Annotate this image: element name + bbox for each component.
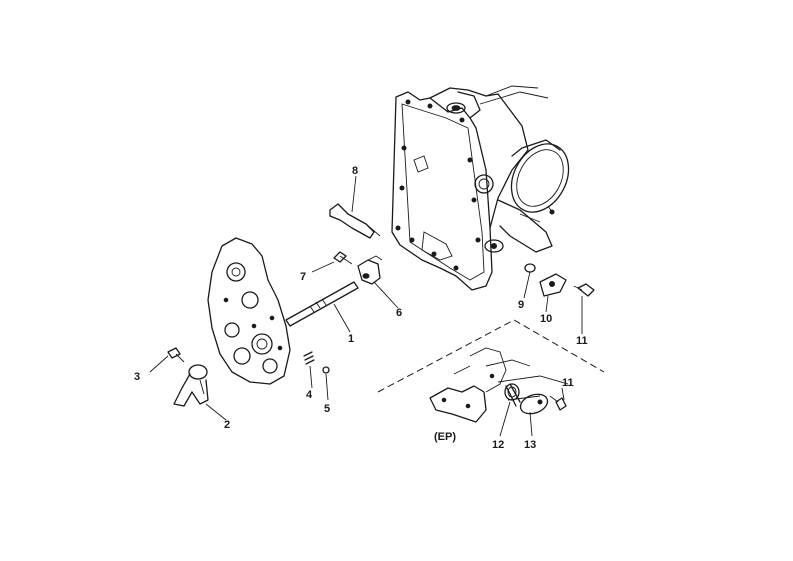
part-8-shift-arm: [329, 175, 381, 239]
callout-6: 6: [396, 307, 402, 319]
part-3-bolt: [149, 347, 185, 373]
part-10-cap-plate: [539, 273, 567, 313]
callout-8: 8: [352, 165, 358, 177]
part-11-bolt-ep: [549, 387, 567, 411]
callout-1: 1: [348, 333, 354, 345]
part-4-spring: [303, 351, 315, 389]
part-6-shift-block: [357, 255, 399, 309]
callout-9: 9: [518, 299, 524, 311]
callout-5: 5: [324, 403, 330, 415]
callout-3: 3: [134, 371, 140, 383]
part-1-shift-shaft: [285, 281, 359, 333]
callout-4: 4: [306, 389, 313, 401]
part-5-ball: [322, 366, 330, 401]
part-7-bolt: [311, 251, 353, 273]
callout-2: 2: [224, 419, 230, 431]
ep-variant-housing: [429, 347, 569, 423]
part-11-bolt-upper: [573, 283, 595, 334]
ep-section-divider: [377, 319, 605, 393]
callout-11-upper: 11: [576, 335, 588, 347]
callout-11-ep: 11: [562, 377, 574, 389]
callout-10: 10: [540, 313, 552, 325]
callout-13: 13: [524, 439, 536, 451]
transmission-housing: [391, 85, 570, 291]
part-12-cylinder: [499, 383, 521, 437]
part-9-o-ring: [523, 263, 536, 299]
callout-7: 7: [300, 271, 306, 283]
ep-variant-label: (EP): [434, 431, 456, 443]
front-cover-plate: [207, 237, 291, 385]
part-13-cover-plate: [519, 393, 549, 437]
part-2-shift-fork: [173, 364, 227, 421]
callout-12: 12: [492, 439, 504, 451]
